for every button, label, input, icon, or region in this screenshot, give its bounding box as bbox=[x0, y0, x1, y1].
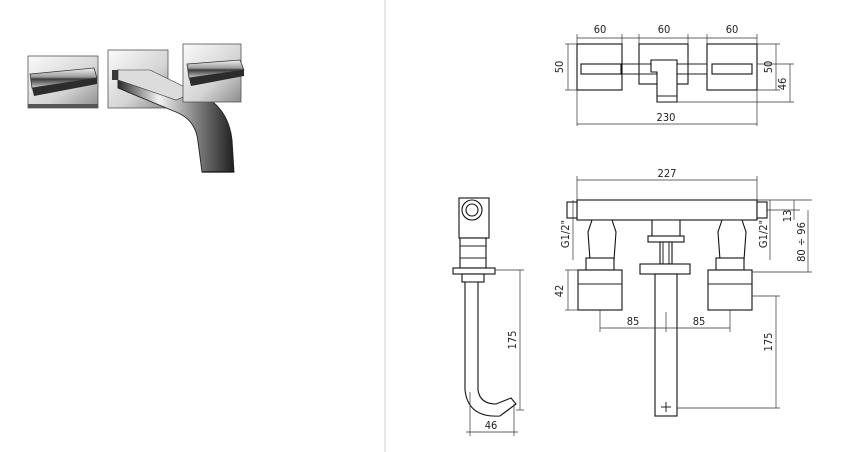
dim-front-thread-left: G1/2" bbox=[559, 220, 572, 248]
side-view-drawing bbox=[452, 197, 524, 436]
dim-top-height-left: 50 bbox=[553, 61, 566, 74]
dim-front-center-left: 85 bbox=[627, 315, 640, 328]
dim-front-thread-right: G1/2" bbox=[757, 220, 770, 248]
dim-top-height-right: 50 bbox=[762, 61, 775, 74]
dim-top-spout-height: 46 bbox=[776, 78, 789, 91]
dim-top-width-left: 60 bbox=[594, 23, 607, 36]
left-handle-image bbox=[27, 55, 99, 109]
dim-side-depth: 46 bbox=[485, 419, 498, 432]
dim-front-handle-height: 42 bbox=[553, 285, 566, 298]
dim-front-spout-length: 175 bbox=[762, 333, 775, 352]
top-view-drawing bbox=[565, 34, 794, 126]
dim-top-width-mid: 60 bbox=[658, 23, 671, 36]
front-view-drawing bbox=[565, 176, 812, 417]
dim-front-center-right: 85 bbox=[693, 315, 706, 328]
dim-front-range: 80 ÷ 96 bbox=[795, 222, 808, 262]
right-handle-image bbox=[182, 43, 245, 103]
faucet-product-image bbox=[27, 43, 245, 173]
spout-image bbox=[107, 49, 235, 173]
dim-side-spout-length: 175 bbox=[506, 331, 519, 350]
dim-top-width-right: 60 bbox=[726, 23, 739, 36]
dim-front-total-width: 227 bbox=[658, 167, 677, 180]
dim-top-total-width: 230 bbox=[657, 111, 676, 124]
dim-front-offset: 13 bbox=[781, 210, 794, 223]
